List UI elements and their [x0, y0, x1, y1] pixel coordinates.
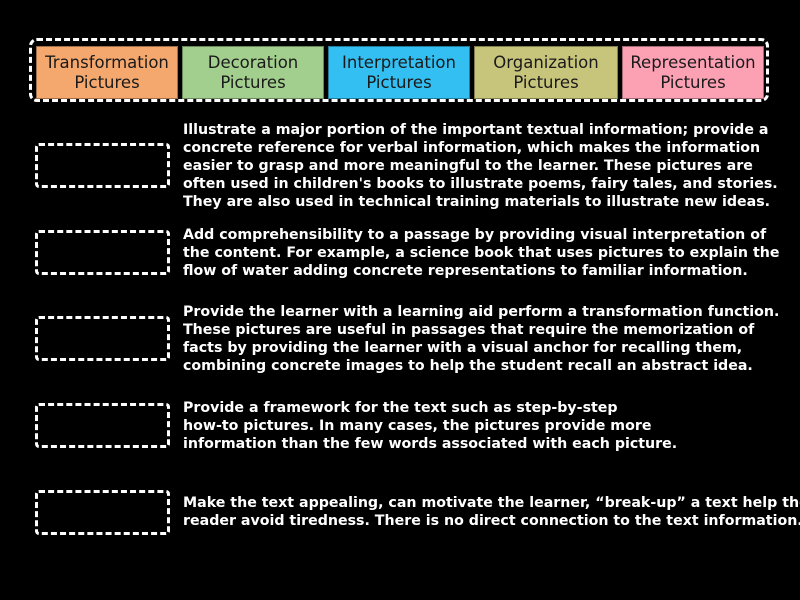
chip-decoration-pictures[interactable]: Decoration Pictures	[182, 46, 324, 99]
description-line: They are also used in technical training…	[183, 194, 771, 210]
chip-label-line1: Organization	[493, 52, 599, 72]
description-line: These pictures are useful in passages th…	[183, 322, 755, 338]
chip-transformation-pictures[interactable]: Transformation Pictures	[36, 46, 178, 99]
chip-label-line1: Interpretation	[342, 52, 456, 72]
description-line: combining concrete images to help the st…	[183, 358, 753, 374]
answer-tray	[29, 38, 769, 102]
chip-label-line2: Pictures	[660, 72, 726, 92]
description-line: Illustrate a major portion of the import…	[183, 122, 769, 138]
chip-interpretation-pictures[interactable]: Interpretation Pictures	[328, 46, 470, 99]
drop-slot-4[interactable]	[35, 403, 170, 448]
description-line: Make the text appealing, can motivate th…	[183, 495, 800, 511]
description-2: Add comprehensibility to a passage by pr…	[183, 226, 783, 280]
description-line: information than the few words associate…	[183, 436, 678, 452]
chip-label-line2: Pictures	[366, 72, 432, 92]
description-line: Provide a framework for the text such as…	[183, 400, 618, 416]
chip-representation-pictures[interactable]: Representation Pictures	[622, 46, 764, 99]
description-line: often used in children's books to illust…	[183, 176, 778, 192]
chip-label-line1: Transformation	[45, 52, 169, 72]
description-line: Add comprehensibility to a passage by pr…	[183, 227, 767, 243]
chip-label-line2: Pictures	[74, 72, 140, 92]
description-line: how-to pictures. In many cases, the pict…	[183, 418, 652, 434]
description-line: facts by providing the learner with a vi…	[183, 340, 743, 356]
chip-label-line1: Decoration	[207, 52, 299, 72]
description-line: concrete reference for verbal informatio…	[183, 140, 761, 156]
chip-organization-pictures[interactable]: Organization Pictures	[474, 46, 618, 99]
description-line: Provide the learner with a learning aid …	[183, 304, 780, 320]
chip-label-line2: Pictures	[220, 72, 286, 92]
description-line: flow of water adding concrete representa…	[183, 263, 748, 279]
chip-label-line1: Representation	[630, 52, 756, 72]
description-1: Illustrate a major portion of the import…	[183, 121, 783, 211]
drop-slot-5[interactable]	[35, 490, 170, 535]
drop-slot-3[interactable]	[35, 316, 170, 361]
drop-slot-1[interactable]	[35, 143, 170, 188]
description-3: Provide the learner with a learning aid …	[183, 303, 783, 375]
chip-label-line2: Pictures	[513, 72, 579, 92]
description-line: easier to grasp and more meaningful to t…	[183, 158, 753, 174]
description-line: the content. For example, a science book…	[183, 245, 780, 261]
description-line: reader avoid tiredness. There is no dire…	[183, 513, 800, 529]
description-4: Provide a framework for the text such as…	[183, 399, 783, 453]
description-5: Make the text appealing, can motivate th…	[183, 494, 800, 530]
drop-slot-2[interactable]	[35, 230, 170, 275]
